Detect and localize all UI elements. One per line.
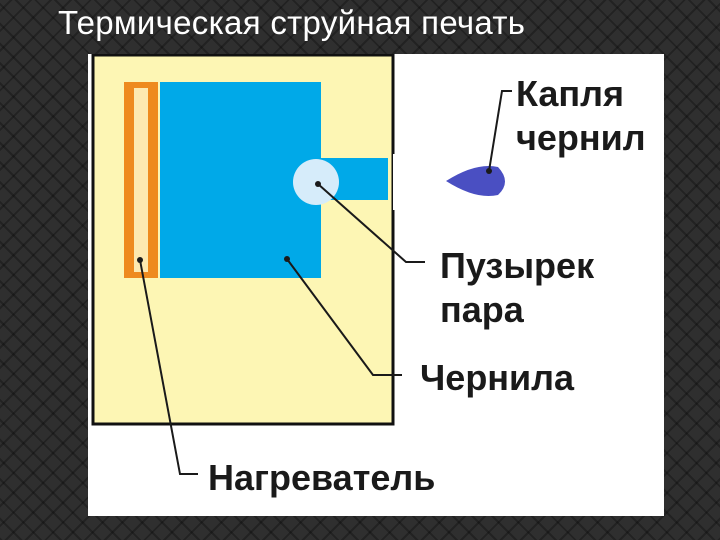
ink-label: Чернила (420, 357, 575, 398)
diagram-panel: Капля чернил Пузырек пара Чернила Нагрев… (88, 54, 664, 516)
drop-label-line1: Капля (516, 73, 624, 114)
bubble-label-line1: Пузырек (440, 245, 595, 286)
bubble-leader-line (317, 183, 425, 263)
heater-marker (137, 257, 143, 263)
drop-marker (486, 168, 492, 174)
slide-title: Термическая струйная печать (58, 4, 526, 41)
heater-element-core (134, 88, 148, 272)
heater-label: Нагреватель (208, 457, 435, 498)
ink-marker (284, 256, 290, 262)
drop-leader-line (488, 90, 512, 172)
bubble-marker (315, 181, 321, 187)
inkjet-diagram: Капля чернил Пузырек пара Чернила Нагрев… (91, 54, 646, 498)
bubble-label-line2: пара (440, 289, 525, 330)
ink-leader-line (286, 258, 402, 376)
ink-drop (446, 165, 505, 197)
heater-leader-line (139, 259, 198, 475)
drop-label-line2: чернил (516, 117, 646, 158)
ink-meniscus (393, 154, 409, 210)
